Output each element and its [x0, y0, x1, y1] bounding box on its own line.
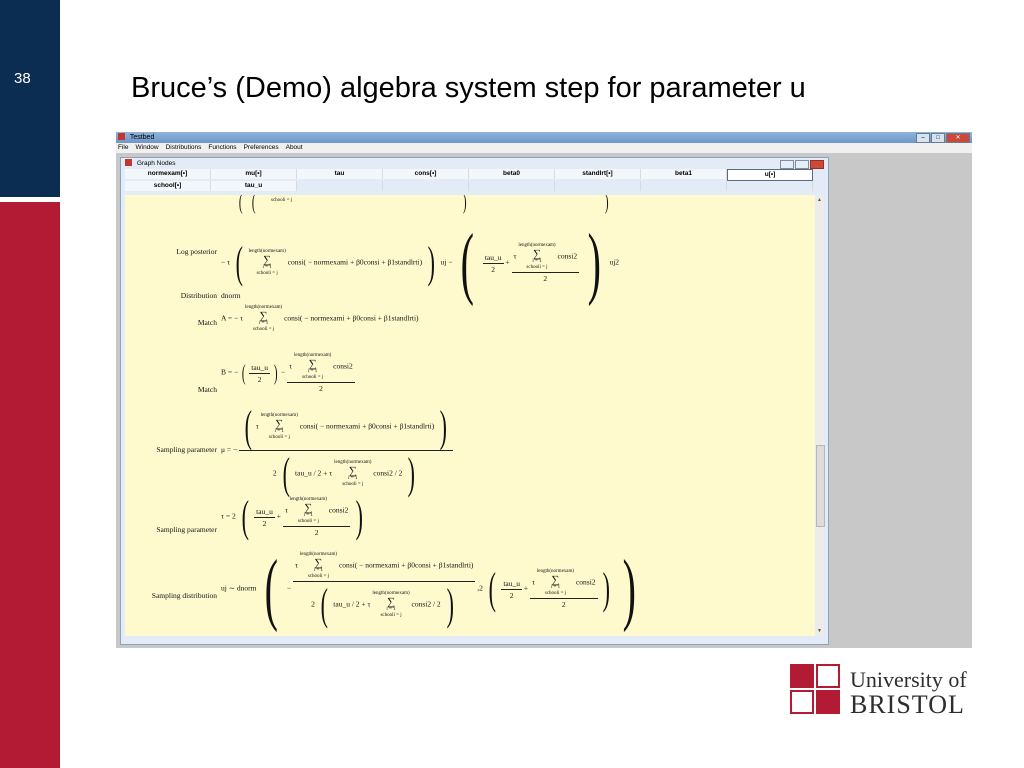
node-tau-u[interactable]: tau_u — [211, 181, 297, 191]
inner-close-button[interactable] — [810, 160, 824, 169]
match-a-expression: A = − τ length(normexam) ∑ i = 1 schooli… — [221, 305, 419, 332]
node-school[interactable]: school[•] — [125, 181, 211, 191]
node-empty — [641, 181, 727, 191]
close-button[interactable]: ✕ — [946, 133, 970, 143]
slide-number: 38 — [14, 70, 31, 87]
node-empty — [383, 181, 469, 191]
node-grid: normexam[•] mu[•] tau cons[•] beta0 stan… — [125, 169, 828, 191]
window-icon — [125, 159, 132, 166]
node-empty — [297, 181, 383, 191]
node-empty — [727, 181, 813, 191]
log-posterior-row: Log posterior − τ ( length(normexam) ∑ i… — [125, 213, 815, 303]
node-mu[interactable]: mu[•] — [211, 169, 297, 179]
inner-minimize-button[interactable] — [780, 160, 794, 169]
app-icon — [118, 133, 125, 140]
scroll-down-icon[interactable]: ▼ — [817, 628, 822, 634]
log-posterior-label: Log posterior — [176, 247, 217, 256]
maximize-button[interactable]: □ — [931, 133, 945, 143]
sampling-parameter-tau-label: Sampling parameter — [156, 525, 217, 534]
sampling-parameter-mu-row: Sampling parameter μ = − (τ length(norme… — [125, 405, 815, 496]
graph-nodes-window: Graph Nodes normexam[•] mu[•] tau cons[•… — [120, 157, 829, 645]
node-standlrt[interactable]: standlrt[•] — [555, 169, 641, 179]
inner-maximize-button[interactable] — [795, 160, 809, 169]
minimize-button[interactable]: – — [916, 133, 930, 143]
sampling-parameter-mu-expression: μ = − (τ length(normexam) ∑ i = 1 school… — [221, 405, 453, 496]
university-of-bristol-logo: University of BRISTOL — [790, 664, 975, 719]
menu-preferences[interactable]: Preferences — [243, 144, 279, 151]
match-b-label: Match — [197, 385, 217, 394]
logo-university-text: University of — [850, 667, 967, 692]
distribution-value: dnorm — [221, 291, 241, 300]
node-tau[interactable]: tau — [297, 169, 383, 179]
scrollbar-thumb[interactable] — [816, 445, 825, 527]
node-normexam[interactable]: normexam[•] — [125, 169, 211, 179]
slide-sidebar-bottom — [0, 202, 60, 768]
logo-bristol-text: BRISTOL — [850, 690, 965, 719]
log-posterior-expression: − τ ( length(normexam) ∑ i = 1 schooli =… — [221, 219, 620, 307]
menu-about[interactable]: About — [285, 144, 303, 151]
menu-functions[interactable]: Functions — [208, 144, 237, 151]
match-a-label: Match — [197, 318, 217, 327]
scroll-up-icon[interactable]: ▲ — [817, 197, 822, 203]
window-controls: – □ ✕ — [916, 133, 970, 143]
sampling-distribution-row: Sampling distribution uj ∼ dnorm ( − τ l… — [125, 549, 815, 635]
app-titlebar: Testbed – □ ✕ — [116, 132, 972, 143]
menu-distributions[interactable]: Distributions — [165, 144, 202, 151]
menu-bar: File Window Distributions Functions Pref… — [116, 143, 972, 154]
distribution-row: Distribution dnorm — [125, 291, 815, 303]
inner-window-controls — [780, 160, 824, 169]
sampling-distribution-expression: uj ∼ dnorm ( − τ length(normexam) ∑ i = … — [221, 545, 636, 633]
derivation-panel: ( ( schooli = j ) ) Log posterior − τ ( … — [125, 195, 815, 636]
vertical-scrollbar[interactable]: ▲ ▼ — [815, 195, 825, 636]
menu-window[interactable]: Window — [135, 144, 159, 151]
sampling-distribution-label: Sampling distribution — [151, 591, 217, 600]
slide-title: Bruce’s (Demo) algebra system step for p… — [131, 72, 806, 104]
graph-nodes-title: Graph Nodes — [136, 160, 176, 167]
graph-nodes-titlebar: Graph Nodes — [121, 158, 828, 169]
node-beta1[interactable]: beta1 — [641, 169, 727, 179]
node-empty — [469, 181, 555, 191]
distribution-label: Distribution — [180, 291, 217, 300]
slide-sidebar-top — [0, 0, 60, 197]
node-empty — [555, 181, 641, 191]
bristol-crest-icon — [790, 664, 840, 716]
node-beta0[interactable]: beta0 — [469, 169, 555, 179]
app-screenshot: Testbed – □ ✕ File Window Distributions … — [116, 132, 972, 648]
app-title: Testbed — [129, 134, 155, 141]
menu-file[interactable]: File — [118, 144, 129, 151]
node-cons[interactable]: cons[•] — [383, 169, 469, 179]
node-u[interactable]: u[•] — [727, 169, 813, 181]
match-a-row: Match A = − τ length(normexam) ∑ i = 1 s… — [125, 305, 815, 345]
sampling-parameter-label: Sampling parameter — [156, 445, 217, 454]
